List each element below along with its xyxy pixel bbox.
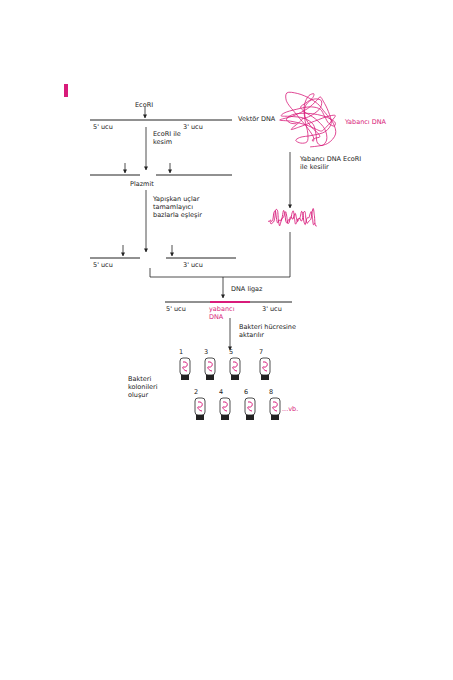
end-label: 5' ucu	[93, 124, 113, 132]
end-label: 3' ucu	[183, 262, 203, 270]
page-mark	[64, 84, 68, 97]
end-label: 3' ucu	[183, 124, 203, 132]
end-label: 5' ucu	[93, 262, 113, 270]
insert-label: yabancı DNA	[209, 306, 239, 322]
foreign-dna-label: Yabancı DNA	[345, 119, 386, 127]
end-label: 5' ucu	[166, 306, 186, 314]
enzyme-label: DNA ligaz	[231, 286, 263, 294]
etc-label: ...vb.	[282, 406, 298, 414]
callout-number: 1	[179, 349, 183, 357]
callout-number: 3	[204, 349, 208, 357]
vector-label: Vektör DNA	[238, 116, 275, 124]
callout-number: 4	[219, 389, 223, 397]
plasmid-label: Plazmit	[130, 181, 154, 189]
step-label: Bakteri kolonileri oluşur	[128, 376, 174, 399]
callout-number: 8	[269, 389, 273, 397]
insert-segment	[210, 301, 250, 303]
callout-number: 2	[194, 389, 198, 397]
step-label: Yapışkan uçlar tamamlayıcı bazlarla eşle…	[153, 196, 205, 219]
merge-line	[150, 232, 290, 277]
callout-number: 7	[259, 349, 263, 357]
arrows	[123, 107, 290, 350]
callout-number: 6	[244, 389, 248, 397]
dna-strands	[90, 120, 292, 302]
foreign-dna-tangle	[280, 92, 336, 147]
step-label: Yabancı DNA EcoRI ile kesilir	[300, 156, 368, 172]
step-label: EcoRI ile kesim	[153, 131, 187, 147]
enzyme-label: EcoRI	[135, 102, 153, 110]
step-label: Bakteri hücresine aktarılır	[239, 324, 309, 340]
bacteria-tubes	[180, 358, 280, 420]
foreign-dna-fragments	[268, 209, 317, 226]
callout-number: 5	[229, 349, 233, 357]
end-label: 3' ucu	[262, 306, 282, 314]
